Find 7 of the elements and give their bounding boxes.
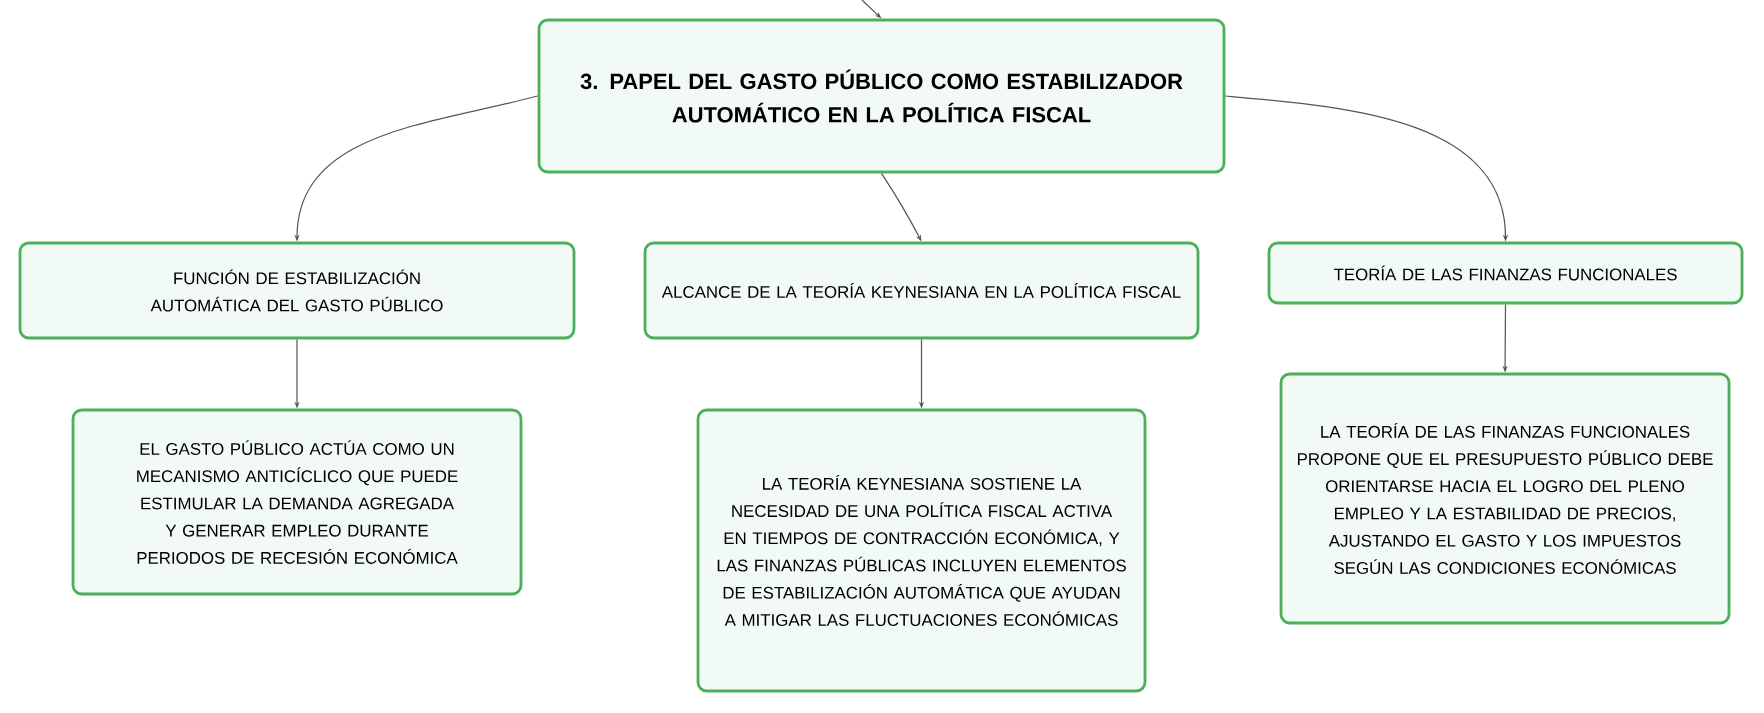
topic-box: LA TEORÍA KEYNESIANA SOSTIENE LA NECESIDAD DE UNA POLÍTICA FISCAL ACTIVA EN TIEMPOS DE CONTRACCIÓN ECONÓMICA, Y LAS FINANZAS PÚBLICAS INCLUYEN ELEMENTOS DE ESTABILIZACIÓN AUTOMÁTICA QUE AYUDAN A MITIGAR LAS FLUCTUACIONES ECONÓMICAS (696, 408, 1147, 693)
topic-box: EL GASTO PÚBLICO ACTÚA COMO UN MECANISMO ANTICÍCLICO QUE PUEDE ESTIMULAR LA DEMANDA AGREGADA Y GENERAR EMPLEO DURANTE PERIODOS DE RECESIÓN ECONÓMICA (71, 408, 523, 596)
title-box: 3. PAPEL DEL GASTO PÚBLICO COMO ESTABILIZADOR AUTOMÁTICO EN LA POLÍTICA FISCAL (537, 18, 1226, 174)
topic-box: LA TEORÍA DE LAS FINANZAS FUNCIONALES PROPONE QUE EL PRESUPUESTO PÚBLICO DEBE ORIENTARSE HACIA EL LOGRO DEL PLENO EMPLEO Y LA ESTABILIDAD DE PRECIOS, AJUSTANDO EL GASTO Y LOS IMPUESTOS SEGÚN LAS CONDICIONES ECONÓMICAS (1279, 372, 1731, 625)
topic-box: FUNCIÓN DE ESTABILIZACIÓN AUTOMÁTICA DEL GASTO PÚBLICO (18, 241, 576, 340)
topic-box: TEORÍA DE LAS FINANZAS FUNCIONALES (1267, 241, 1744, 305)
topic-box: ALCANCE DE LA TEORÍA KEYNESIANA EN LA POLÍTICA FISCAL (643, 241, 1200, 340)
